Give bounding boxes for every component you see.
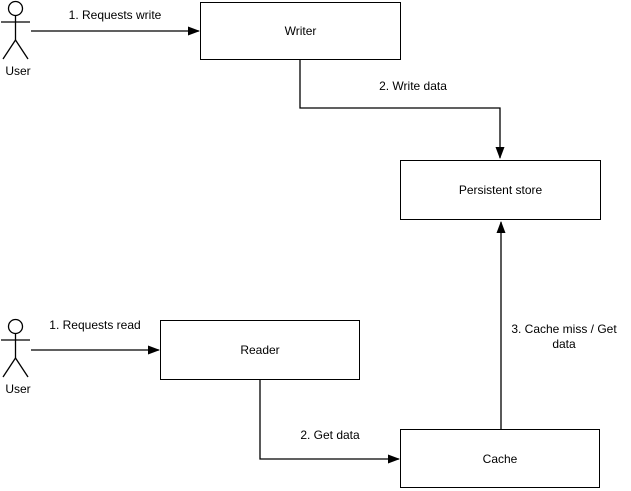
user-actor-icon [1, 318, 30, 378]
reader-node: Reader [160, 320, 360, 380]
writer-node-label: Writer [284, 24, 317, 38]
writer-node: Writer [200, 2, 401, 60]
cache-node: Cache [400, 429, 600, 488]
edge-write-data [299, 60, 505, 159]
persistent-store-node: Persistent store [400, 160, 601, 220]
edge-label-requests-write: 1. Requests write [50, 8, 180, 23]
reader-node-label: Reader [240, 343, 280, 357]
user-actor-icon [1, 0, 30, 60]
user-actor-label: User [5, 382, 31, 396]
cache-node-label: Cache [482, 451, 518, 466]
edge-label-write-data: 2. Write data [368, 79, 458, 94]
persistent-store-node-label: Persistent store [458, 183, 543, 197]
edge-label-get-data: 2. Get data [285, 428, 375, 443]
user-actor-label: User [5, 64, 31, 78]
edge-get-data [259, 380, 400, 464]
edge-label-cache-miss: 3. Cache miss / Get data [508, 322, 620, 352]
edge-label-requests-read: 1. Requests read [30, 318, 160, 333]
